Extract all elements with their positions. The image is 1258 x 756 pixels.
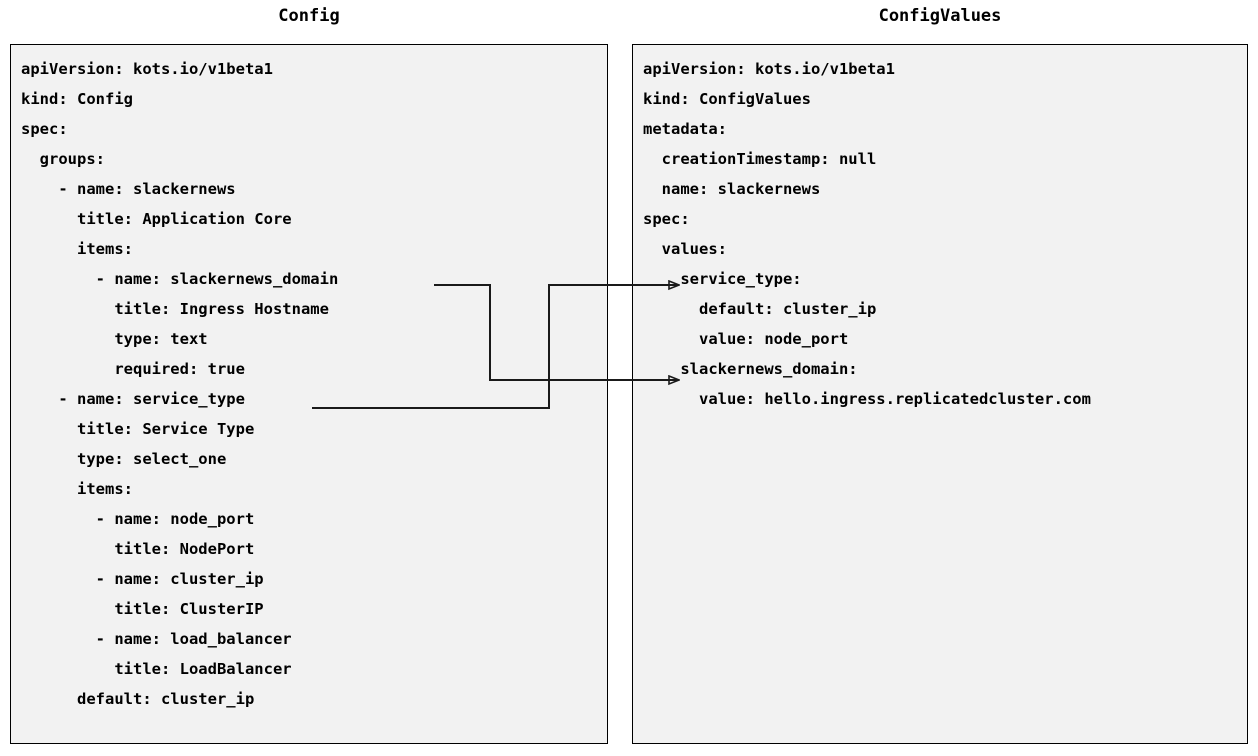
configvalues-yaml-line: value: node_port [643,330,849,348]
configvalues-yaml-line: value: hello.ingress.replicatedcluster.c… [643,390,1091,408]
config-yaml-line: required: true [21,360,245,378]
config-yaml-text: apiVersion: kots.io/v1beta1 kind: Config s… [11,45,338,714]
panel-title-configvalues: ConfigValues [878,6,1002,26]
config-yaml-line: type: select_one [21,450,227,468]
configvalues-yaml-line: service_type: [643,270,802,288]
config-yaml-line: - name: node_port [21,510,255,528]
config-yaml-line: items: [21,240,133,258]
config-yaml-line: - name: slackernews [21,180,236,198]
configvalues-yaml-line: values: [643,240,727,258]
configvalues-yaml-line: apiVersion: kots.io/v1beta1 [643,60,895,78]
configvalues-yaml-line: creationTimestamp: null [643,150,877,168]
config-yaml-line: groups: [21,150,105,168]
configvalues-yaml-line: default: cluster_ip [643,300,877,318]
config-yaml-line: - name: load_balancer [21,630,292,648]
configvalues-yaml-text: apiVersion: kots.io/v1beta1 kind: ConfigV… [633,45,1091,414]
config-yaml-line: kind: Config [21,90,133,108]
configvalues-yaml-line: metadata: [643,120,727,138]
config-yaml-line: title: Ingress Hostname [21,300,329,318]
configvalues-yaml-line: slackernews_domain: [643,360,858,378]
configvalues-yaml-panel: apiVersion: kots.io/v1beta1 kind: ConfigV… [632,44,1248,744]
config-yaml-line: - name: service_type [21,390,245,408]
config-yaml-line: title: NodePort [21,540,255,558]
config-yaml-line: title: ClusterIP [21,600,264,618]
config-yaml-panel: apiVersion: kots.io/v1beta1 kind: Config s… [10,44,608,744]
config-yaml-line: title: Service Type [21,420,255,438]
config-yaml-line: title: LoadBalancer [21,660,292,678]
config-yaml-line: title: Application Core [21,210,292,228]
panel-title-config: Config [278,6,340,26]
configvalues-yaml-line: name: slackernews [643,180,821,198]
configvalues-yaml-line: kind: ConfigValues [643,90,811,108]
config-yaml-line: - name: slackernews_domain [21,270,339,288]
config-yaml-line: items: [21,480,133,498]
config-yaml-line: type: text [21,330,208,348]
config-yaml-line: apiVersion: kots.io/v1beta1 [21,60,273,78]
config-yaml-line: spec: [21,120,68,138]
configvalues-yaml-line: spec: [643,210,690,228]
config-yaml-line: default: cluster_ip [21,690,255,708]
config-yaml-line: - name: cluster_ip [21,570,264,588]
